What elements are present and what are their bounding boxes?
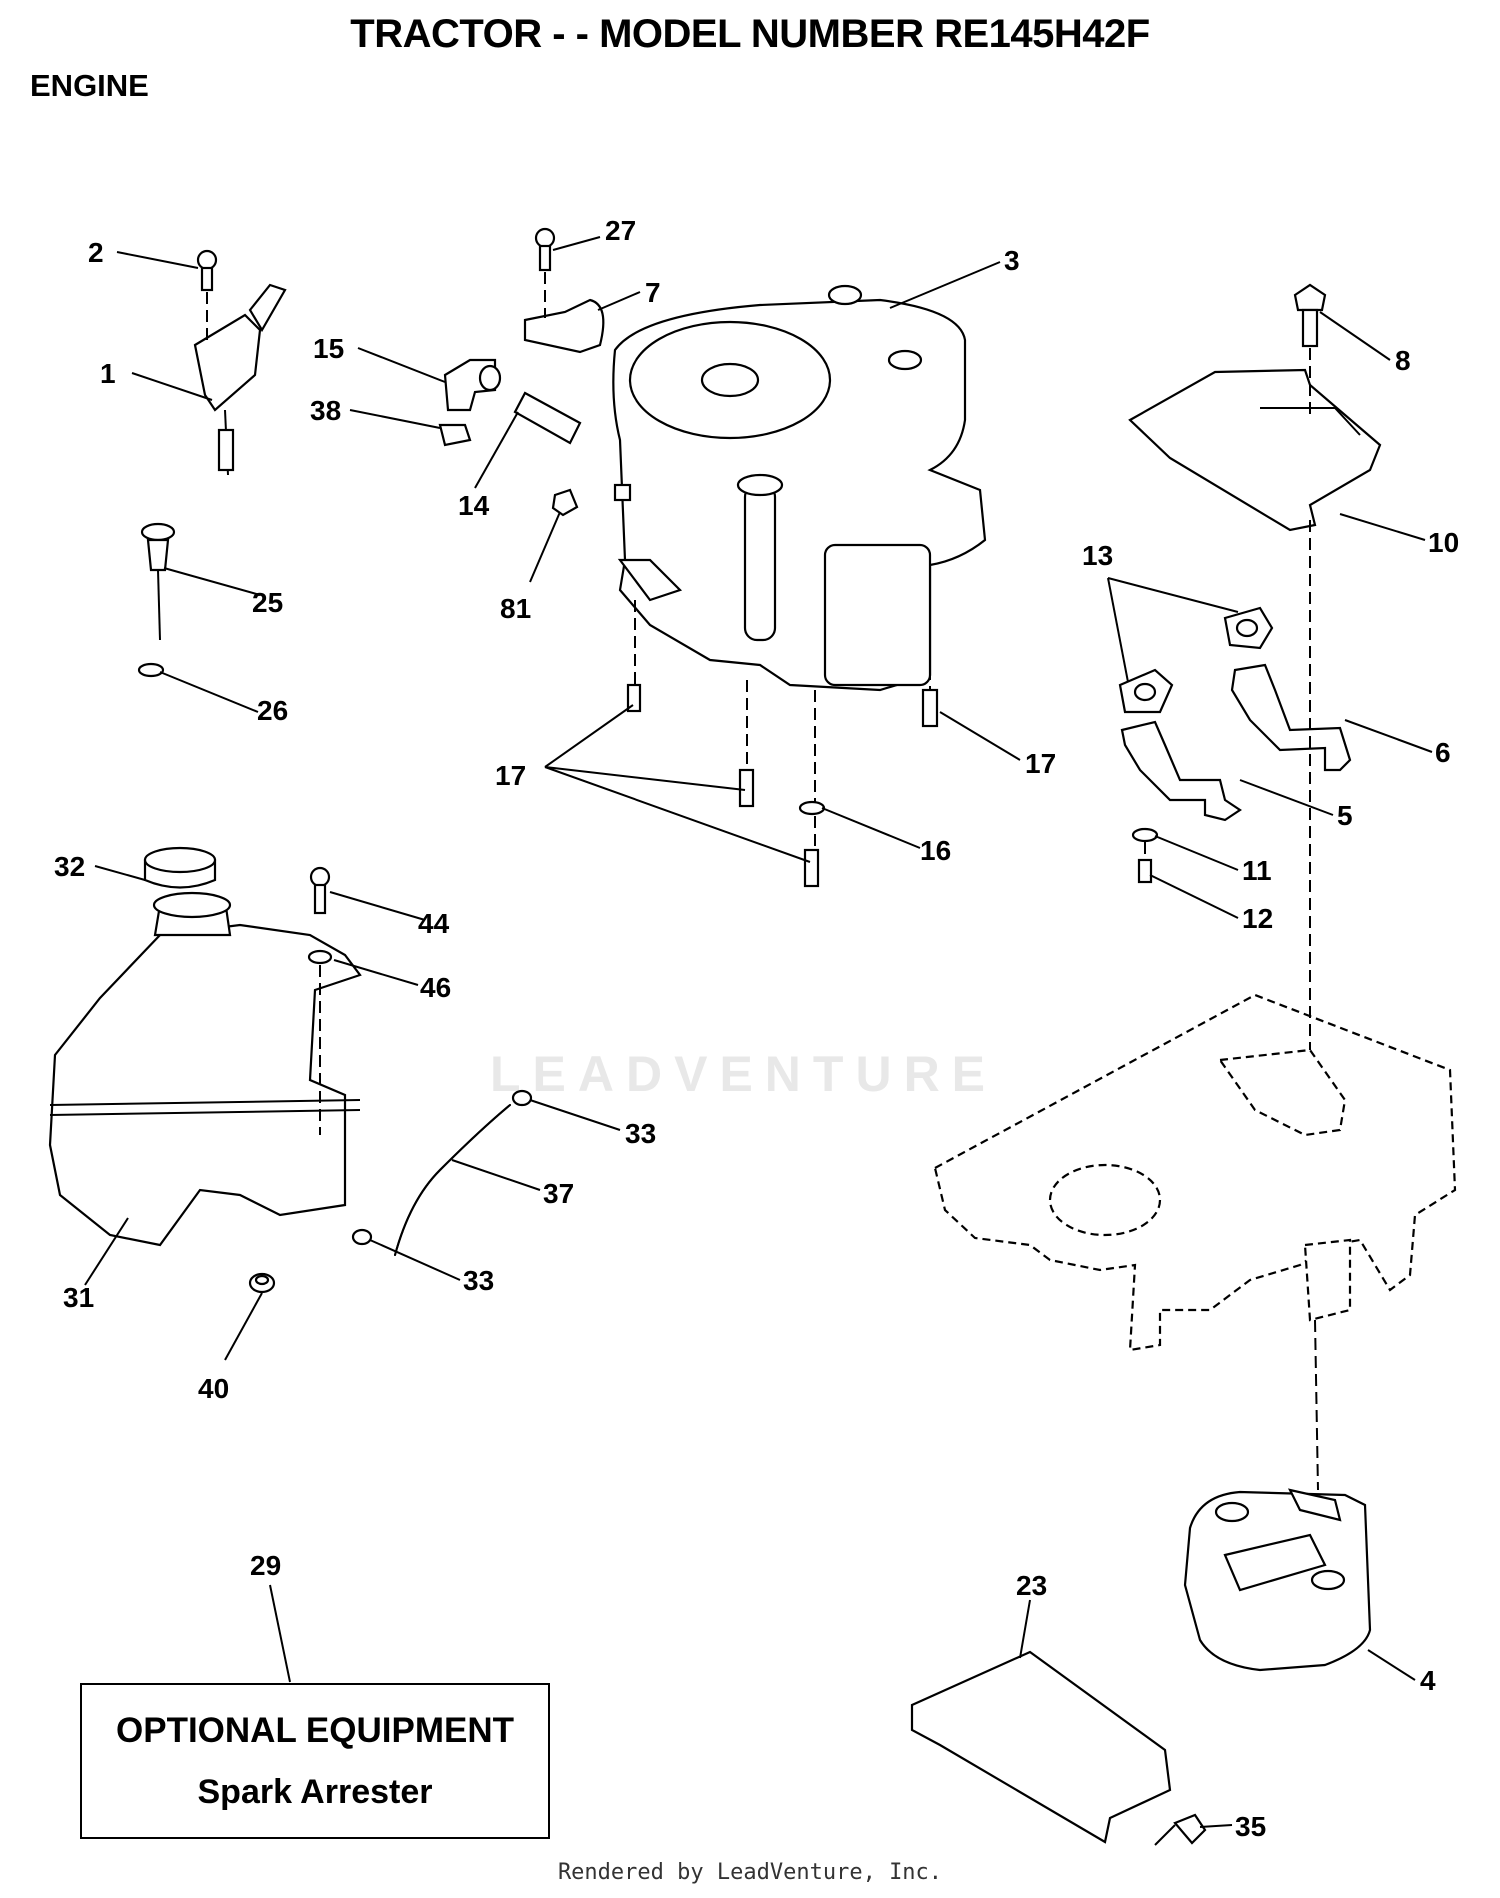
callout-25: 25 [252,587,283,618]
optional-equipment-box: OPTIONAL EQUIPMENT Spark Arrester [80,1683,550,1839]
callout-12: 12 [1242,903,1273,934]
callout-8: 8 [1395,345,1411,376]
callout-13: 13 [1082,540,1113,571]
callout-7: 7 [645,277,661,308]
callout-81: 81 [500,593,531,624]
callout-27: 27 [605,215,636,246]
callout-46: 46 [420,972,451,1003]
optional-equipment-item: Spark Arrester [197,1773,433,1811]
fuel-tank-part [48,846,362,1247]
engine-bolts-part [626,600,939,888]
callout-17-left: 17 [495,760,526,791]
engine-part [612,284,987,692]
callout-2: 2 [88,237,104,268]
callout-17-right: 17 [1025,748,1056,779]
clamp-7-part [523,227,605,354]
callout-31: 31 [63,1282,94,1313]
callout-1: 1 [100,358,116,389]
callout-37: 37 [543,1178,574,1209]
callout-15: 15 [313,333,344,364]
callout-labels: 1 2 3 4 5 6 7 8 10 11 12 13 14 15 16 17 … [54,215,1459,1842]
fuel-line-part [248,1089,533,1294]
leader-lines [84,236,1433,1828]
callout-23: 23 [1016,1570,1047,1601]
screw-2-part [196,249,218,345]
callout-16: 16 [920,835,951,866]
elbow-fitting-part [438,358,632,517]
watermark-text: LEADVENTURE [490,1046,998,1102]
callout-4: 4 [1420,1665,1436,1696]
callout-5: 5 [1337,800,1353,831]
dipstick-part [137,522,176,678]
muffler-part [1183,1319,1372,1672]
callout-6: 6 [1435,737,1451,768]
callout-44: 44 [418,908,450,939]
throttle-control-part [193,283,287,476]
tank-screw-part [307,866,333,1135]
exhaust-pipes-part [1118,606,1352,884]
callout-32: 32 [54,851,85,882]
section-heading: ENGINE [30,68,149,103]
callout-14: 14 [458,490,490,521]
heat-shield-part [1128,283,1382,532]
callout-38: 38 [310,395,341,426]
callout-29: 29 [250,1550,281,1581]
callout-35: 35 [1235,1811,1266,1842]
spark-arrester-part [910,1650,1207,1846]
callout-40: 40 [198,1373,229,1404]
callout-3: 3 [1004,245,1020,276]
callout-10: 10 [1428,527,1459,558]
tractor-frame-part [933,520,1457,1352]
callout-33-lower: 33 [463,1265,494,1296]
footer-credit: Rendered by LeadVenture, Inc. [557,1860,943,1885]
optional-equipment-title: OPTIONAL EQUIPMENT [116,1711,514,1750]
callout-11: 11 [1242,855,1272,886]
callout-33-upper: 33 [625,1118,656,1149]
callout-26: 26 [257,695,288,726]
page-title: TRACTOR - - MODEL NUMBER RE145H42F [350,12,1150,56]
